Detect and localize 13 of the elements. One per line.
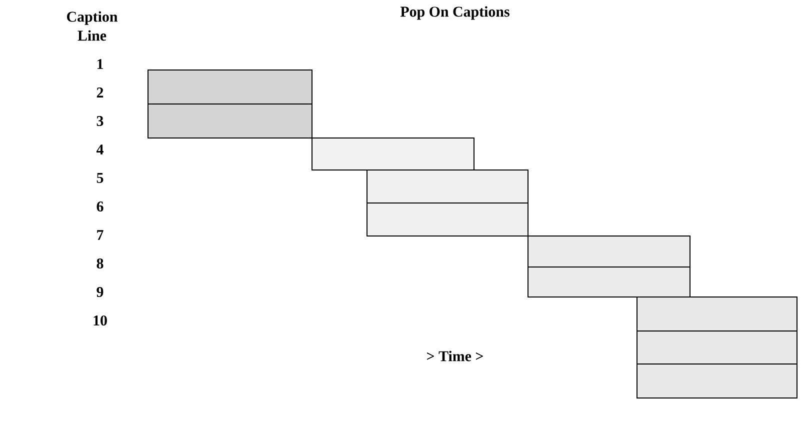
chart-title: Pop On Captions xyxy=(400,6,510,20)
row-number: 3 xyxy=(96,116,104,126)
axis-title: > Time > xyxy=(427,350,483,362)
row-number: 4 xyxy=(96,144,104,154)
row-number: 7 xyxy=(97,230,104,240)
row-number: 10 xyxy=(94,315,107,326)
row-number: 9 xyxy=(96,286,104,297)
axis-title: Caption Line xyxy=(67,11,118,41)
row-number: 5 xyxy=(96,173,104,183)
row-number: 8 xyxy=(96,258,104,269)
row-number: 2 xyxy=(96,88,104,98)
row-number: 6 xyxy=(96,201,104,212)
row-number: 1 xyxy=(97,59,103,69)
